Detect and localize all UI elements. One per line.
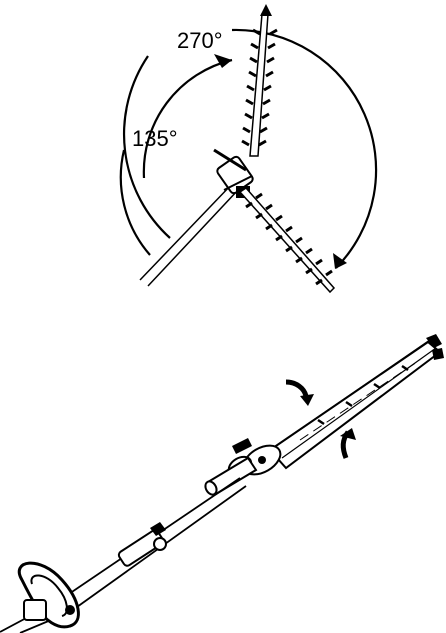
- pivot-head: [213, 148, 254, 198]
- inner-arc-arrow-icon: [119, 54, 233, 256]
- folded-trimmer-diagram: [0, 334, 444, 633]
- folded-blade-bar: [268, 334, 444, 470]
- pole-shaft: [139, 183, 239, 287]
- angle-label-270: 270°: [177, 28, 223, 53]
- angle-adjustment-diagram: 270° 135°: [119, 4, 378, 294]
- curved-arrow-down-icon: [285, 379, 314, 406]
- curved-arrow-up-icon: [340, 428, 356, 459]
- blade-lower-position: [238, 187, 336, 294]
- outer-arc-arrow-icon: [122, 28, 378, 269]
- loop-handle: [17, 561, 80, 629]
- angle-label-135: 135°: [132, 126, 178, 151]
- gearbox-housing: [204, 456, 258, 496]
- shaft-coupler: [117, 522, 167, 567]
- blade-upper-position: [241, 4, 278, 157]
